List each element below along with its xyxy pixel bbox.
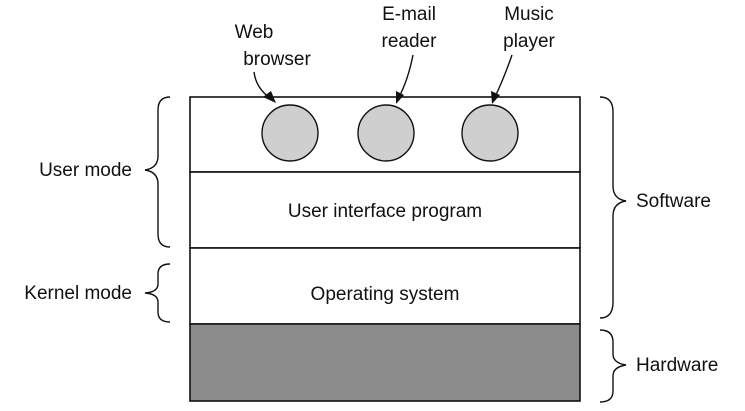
email-reader-label-line-1: E-mail (382, 4, 436, 25)
hardware-layer (189, 323, 581, 402)
operating-system-label: Operating system (311, 284, 460, 305)
email-reader-label-line-2: reader (382, 31, 438, 52)
music-player-arrow (491, 54, 513, 104)
user-mode-brace (144, 96, 171, 248)
music-player-arrow-head (491, 91, 500, 104)
music-player-icon (461, 104, 519, 162)
email-reader-arrow-line (398, 54, 414, 98)
email-reader-arrow-head (396, 91, 404, 104)
music-player-label: Music player (503, 4, 555, 52)
software-brace (599, 96, 627, 319)
music-player-label-line-2: player (503, 31, 555, 52)
email-reader-label: E-mail reader (382, 4, 438, 52)
email-reader-icon (357, 104, 415, 162)
user-mode-label: User mode (39, 160, 132, 181)
web-browser-arrow-head (263, 91, 276, 103)
music-player-arrow-line (494, 54, 513, 98)
user-interface-layer (189, 171, 581, 249)
hardware-label: Hardware (636, 355, 718, 376)
web-browser-icon (261, 104, 319, 162)
kernel-mode-brace (144, 263, 171, 323)
software-label: Software (636, 191, 711, 212)
hardware-brace (599, 329, 627, 403)
web-browser-label-line-1: Web (235, 22, 274, 43)
operating-system-layer (189, 247, 581, 325)
email-reader-arrow (396, 54, 414, 104)
user-interface-label: User interface program (288, 201, 482, 222)
kernel-mode-label: Kernel mode (24, 283, 132, 304)
music-player-label-line-1: Music (504, 4, 554, 25)
web-browser-label-line-2: browser (243, 49, 311, 70)
web-browser-label: Web browser (235, 22, 312, 70)
web-browser-arrow (253, 71, 276, 103)
